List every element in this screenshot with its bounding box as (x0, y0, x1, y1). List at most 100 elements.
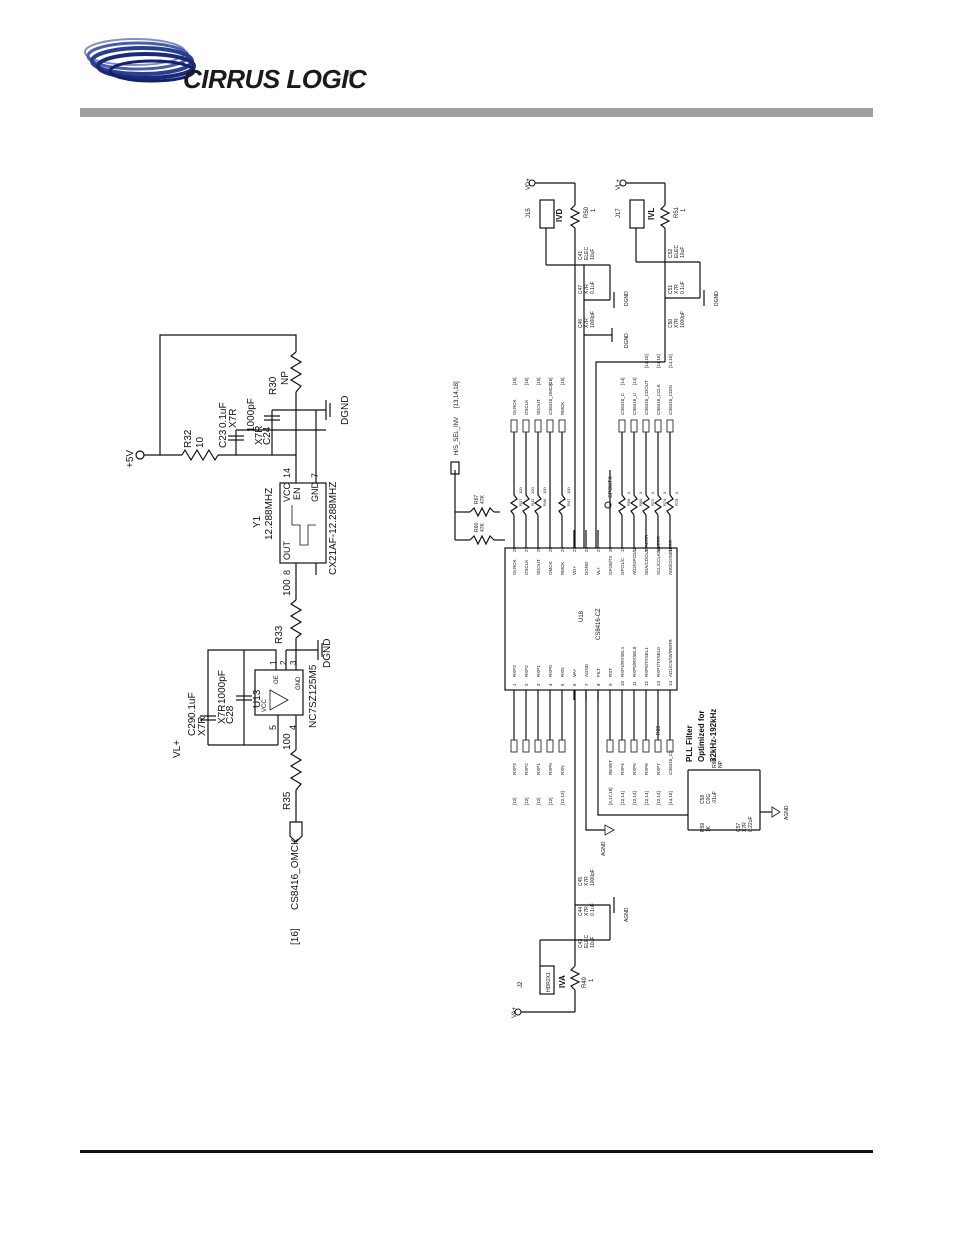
pin-number: 17 (644, 546, 649, 552)
r49-label: R49 (582, 976, 588, 988)
c51-label: C51 (668, 285, 674, 294)
pin-name: RXP6/TXSEL1 (644, 647, 649, 677)
net-connector-icon (642, 419, 650, 433)
net-connector-icon (630, 739, 638, 753)
u18-left-pins: 1RXP3RXP3[12]2RXP2RXP2[12]3RXP1RXP1[12]4… (510, 638, 674, 805)
y1-pin7: 7 (310, 473, 320, 478)
c23-value: 0.1uF (218, 402, 229, 428)
y1-out-pin: OUT (282, 541, 292, 561)
pin-name: AD0/CDIN/RERR (668, 539, 673, 575)
c44-dielectric: X7R (584, 906, 590, 916)
pin-number: 13 (656, 680, 661, 686)
pin-name: AD1/CS/NV/RERR (668, 638, 673, 677)
net-ref: [16] (548, 377, 553, 385)
r51-label: R51 (674, 206, 680, 218)
c45-dielectric: X7R (584, 876, 590, 886)
pll-subtitle: Optimized for (697, 710, 706, 762)
c57-label: C57 (736, 823, 742, 832)
r28-label: R28 (656, 726, 662, 735)
ivd-label: IVD (555, 208, 564, 222)
pin-name: RMCK (560, 562, 565, 575)
u13-pin5: 5 (268, 725, 278, 730)
net-label: RXP5 (632, 763, 637, 775)
y1-pin8: 8 (282, 570, 292, 575)
net-connector-icon (510, 419, 518, 433)
resistor-label: R58 (626, 498, 631, 506)
r66-value: 47K (480, 522, 486, 532)
va-label: VA+ (512, 1006, 518, 1018)
y1-part-number: CX21AF-12.288MHZ (328, 482, 339, 575)
c57-value: 0.22uF (748, 816, 754, 832)
dgnd-a-label: DGND (624, 291, 630, 306)
net-ref: [12,14] (656, 791, 661, 805)
pin-number: 6 (572, 683, 577, 686)
resistor-label: R60 (638, 498, 643, 506)
logo-text: CIRRUS LOGIC (183, 64, 367, 94)
net-ref: [15] (560, 377, 565, 385)
resistor-value: 0 (662, 491, 667, 494)
u13-pin3: 3 (289, 660, 298, 665)
pin-number: 2 (524, 683, 529, 686)
net-label: CS8416_CCLK (656, 384, 661, 415)
resistor-label: R37 (518, 498, 523, 506)
net-ref: [3,17,18] (608, 787, 613, 805)
net-label: CS8416_CS (668, 750, 673, 775)
pin-name: RXP3 (512, 665, 517, 677)
c47-value: 0.1uF (590, 281, 596, 294)
hs-net-ref: [13,14,18] (454, 381, 460, 408)
pin-name: OLRCK (512, 559, 517, 575)
pin-number: 8 (596, 683, 601, 686)
net-connector-icon (642, 739, 650, 753)
u18-pin-6: 6VA+ (572, 668, 577, 700)
c58-dielectric: C0G (706, 794, 712, 804)
pin-number: 16 (656, 546, 661, 552)
c43-type: ELEC (584, 935, 590, 948)
net-connector-icon (666, 739, 674, 753)
dgnd-c-label: DGND (714, 291, 720, 306)
net-label: CS8416_OMCK (548, 383, 553, 415)
resistor-value: 100 (566, 487, 571, 494)
net-connector-icon (534, 419, 542, 433)
c51-value: 0.1uF (680, 281, 686, 294)
vl-label-right: VL+ (616, 179, 622, 190)
pin-name: RXP0 (548, 665, 553, 677)
c41-type: ELEC (584, 247, 590, 260)
net-label: CS8416_CDOUT (644, 380, 649, 415)
u13-part-number: NC7SZ125M5 (308, 664, 319, 728)
net-label: RXP3 (512, 763, 517, 775)
pin-name: RXP1 (536, 665, 541, 677)
pin-number: 4 (548, 683, 553, 686)
net-connector-icon (522, 419, 530, 433)
pin-number: 14 (668, 680, 673, 686)
c50-label: C50 (668, 319, 674, 328)
pin-number: 12 (644, 680, 649, 686)
net-connector-icon (630, 419, 638, 433)
u18-receiver (504, 547, 678, 691)
gpo0-testpoint-icon (604, 501, 612, 509)
pin-name: RXP7/TXSEL0 (656, 647, 661, 677)
net-connector-icon (654, 739, 662, 753)
u13-oe-pin: OE (274, 675, 280, 684)
pin-number: 20 (608, 546, 613, 552)
net-label: RXP4 (620, 763, 625, 775)
net-label: RMCK (560, 402, 565, 415)
y1-en-pin: EN (292, 487, 302, 500)
net-label: RXP1 (536, 763, 541, 775)
c50-dielectric: X7R (674, 318, 680, 328)
r51-value: 1 (681, 208, 687, 212)
r59-value: 1K (706, 825, 712, 832)
pin-number: 1 (512, 683, 517, 686)
j17-label: J17 (616, 208, 622, 218)
c43-value: 10uF (590, 937, 596, 948)
pll-title: PLL Filter (685, 725, 694, 762)
c29-label: C29 (187, 717, 198, 736)
